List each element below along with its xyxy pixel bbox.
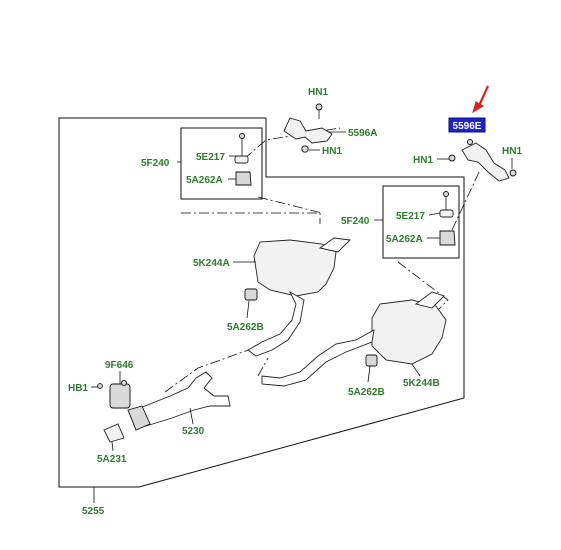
callout-5e217-left[interactable]: 5E217	[196, 152, 225, 163]
callout-hb1[interactable]: HB1	[68, 383, 88, 394]
muffler-5k244b	[261, 291, 447, 387]
muffler-5k244a	[244, 237, 351, 357]
callout-5255[interactable]: 5255	[82, 506, 105, 517]
callout-5596e[interactable]: 5596E	[453, 121, 482, 132]
callout-5a262a-right[interactable]: 5A262A	[386, 234, 423, 245]
highlight-box	[448, 117, 486, 133]
callout-5e217-right[interactable]: 5E217	[396, 211, 425, 222]
centerline	[451, 169, 481, 231]
isolator-right	[439, 191, 456, 246]
callout-hn1-top[interactable]: HN1	[308, 87, 328, 98]
bracket-5596a	[283, 103, 333, 153]
centerline	[257, 357, 269, 377]
callout-hn1-right[interactable]: HN1	[502, 146, 522, 157]
centerline	[257, 196, 323, 214]
callout-5f240-left[interactable]: 5F240	[141, 158, 170, 169]
front-pipe-5230	[97, 371, 231, 443]
callout-5k244b[interactable]: 5K244B	[403, 378, 440, 389]
callout-hn1-left[interactable]: HN1	[413, 155, 433, 166]
callout-5a231[interactable]: 5A231	[97, 454, 127, 465]
bracket-5596e	[448, 138, 517, 182]
leader-line	[189, 407, 194, 425]
callout-5596a[interactable]: 5596A	[348, 128, 377, 139]
leader-line	[428, 212, 441, 216]
callout-5k244a[interactable]: 5K244A	[193, 258, 230, 269]
callout-5a262b-left[interactable]: 5A262B	[227, 322, 264, 333]
callout-5a262b-right[interactable]: 5A262B	[348, 387, 385, 398]
callout-5230[interactable]: 5230	[182, 426, 205, 437]
callout-5a262a-left[interactable]: 5A262A	[186, 175, 223, 186]
callout-hn1-mid[interactable]: HN1	[322, 146, 342, 157]
leader-line	[411, 363, 421, 377]
callout-5f240-right[interactable]: 5F240	[341, 216, 370, 227]
leader-line	[111, 441, 114, 452]
leader-line	[367, 365, 371, 383]
highlight-arrow	[472, 85, 490, 114]
centerline	[164, 347, 255, 393]
assembly-frame	[58, 117, 465, 488]
callout-9f646[interactable]: 9F646	[105, 360, 134, 371]
inset-box-left	[180, 127, 263, 200]
isolator-left	[234, 133, 252, 186]
centerline	[181, 212, 321, 224]
inset-box-right	[382, 185, 460, 259]
leader-line	[246, 300, 250, 319]
centerline	[397, 261, 449, 311]
